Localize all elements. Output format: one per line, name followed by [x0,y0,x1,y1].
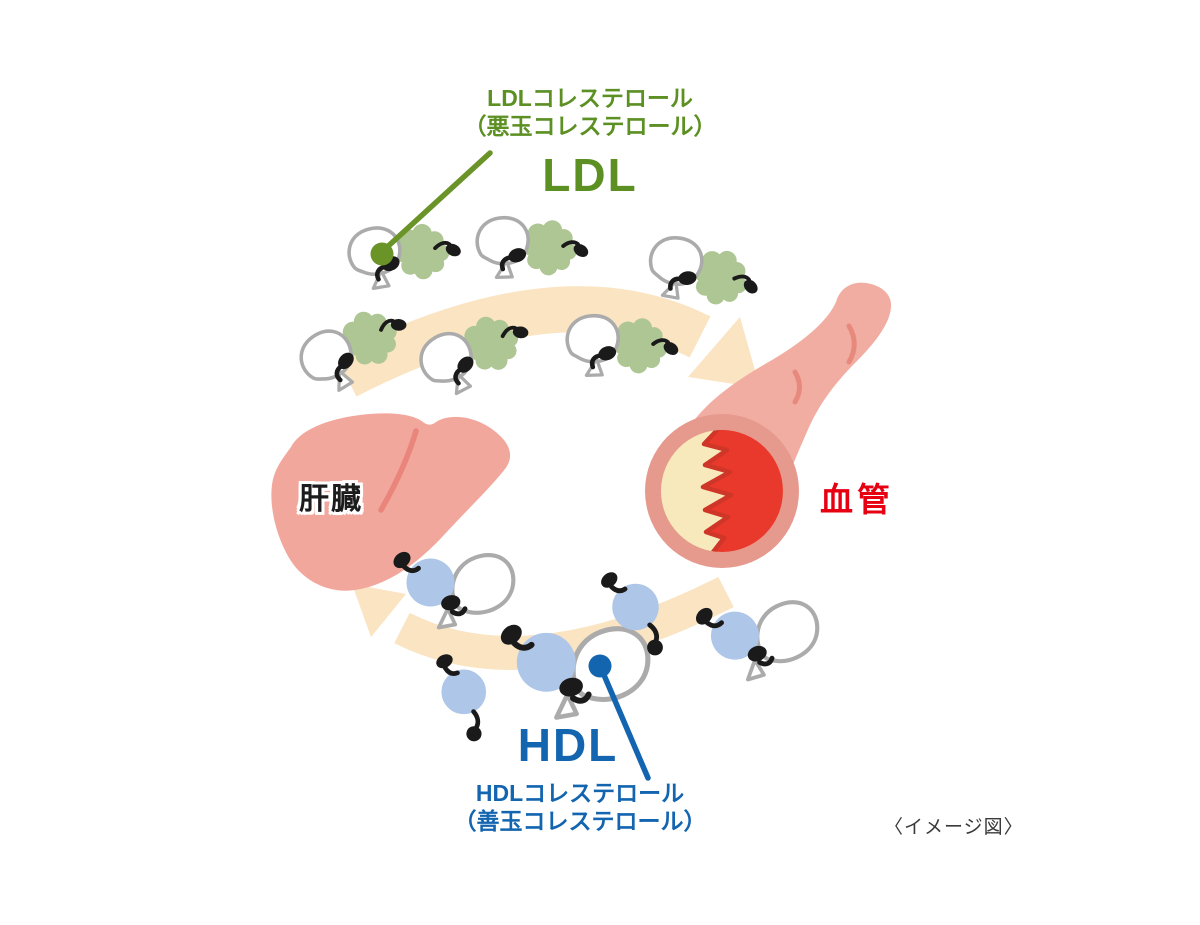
hdl-caption-line1: HDLコレステロール [475,780,685,806]
ldl-title: LDL [542,149,638,201]
ldl-caption: LDLコレステロール （悪玉コレステロール） [420,85,760,140]
liver-fissure [378,428,419,513]
ldl-caption-line2: （悪玉コレステロール） [463,112,717,139]
blood-vessel-illustration [645,282,892,568]
ldl-flow-arrow [335,286,760,397]
hdl-caption: HDLコレステロール （善玉コレステロール） [410,780,750,835]
ldl-leader-dot [370,242,394,266]
hdl-caption-line2: （善玉コレステロール） [453,807,707,834]
hdl-leader-dot [588,654,612,678]
liver-label: 肝臓 [299,483,363,516]
image-note: 〈イメージ図〉 [884,817,1024,838]
hdl-title: HDL [517,719,619,771]
ldl-particle [472,210,594,290]
hdl-leader-line [598,665,651,781]
ldl-leader-line [382,150,493,252]
ldl-caption-line1: LDLコレステロール [487,85,693,111]
vessel-label: 血管 [820,481,894,518]
ldl-particle [349,224,463,288]
liver-illustration [271,413,511,591]
vessel-blood [700,430,783,552]
